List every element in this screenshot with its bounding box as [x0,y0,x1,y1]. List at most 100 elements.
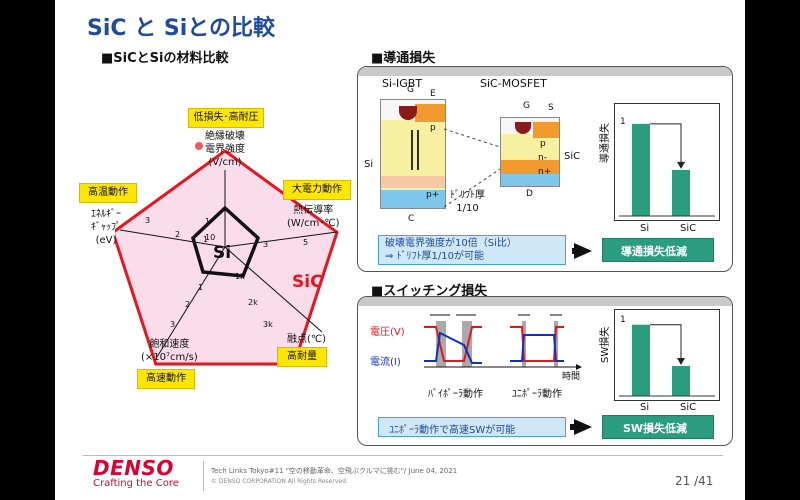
tick-breakdown-10: 10 [205,233,216,242]
conduction-arrow [574,243,592,259]
slide: SiC と Siとの比較 ■SiCとSiの材料比較 10 1 5 3 1k 2k… [55,0,745,500]
reduction-arrow [650,123,682,164]
switching-chart-ylabel: SW損失 [600,326,611,363]
material-heading: ■SiCとSiの材料比較 [101,51,229,66]
switching-result-box: SW損失低減 [602,415,714,439]
igbt-g: G [407,85,414,95]
conduction-result-text: 導通損失低減 [621,245,687,258]
conduction-info-text: 破壊電界強度が10倍（Si比） ⇒ ﾄﾞﾘﾌﾄ厚1/10が可能 [385,238,517,262]
conduction-heading: ■導通損失 [371,51,436,66]
switching-bars-svg [619,324,715,397]
drift-note: ﾄﾞﾘﾌﾄ厚 1/10 [450,190,485,214]
switching-tick-1: 1 [620,315,626,325]
tick-bandgap-1: 1 [203,235,209,244]
footer-event: Tech Links Tokyo#11 "空の移動革命、空飛ぶクルマに挑む"/ … [211,467,458,475]
sic-pentagon [115,150,339,366]
bar-sic [672,366,690,396]
switching-arrow [574,419,592,435]
mosfet-title: SiC-MOSFET [480,77,547,90]
tag-high-power: 大電力動作 [283,180,351,200]
conduction-bars-svg [619,123,715,217]
bar-si [632,123,650,216]
tick-thermal-3: 3 [263,240,269,249]
sic-label: SiC [292,272,323,292]
si-pentagon [191,205,261,278]
tick-velocity-3: 3 [170,320,176,329]
radar-chart [115,150,339,366]
tag-low-loss: 低損失･高耐圧 [188,108,264,128]
igbt-p: p [430,123,436,133]
switching-chart [614,309,720,401]
mosfet-structure [500,117,560,187]
label-bandgap: ｴﾈﾙｷﾞｰ ｷﾞｬｯﾌﾟ (eV) [91,209,121,246]
mosfet-g: G [523,101,530,111]
switching-heading: ■スイッチング損失 [371,284,488,299]
mosfet-s: S [548,103,554,113]
axis-thermal [224,231,338,248]
mosfet-d: D [526,189,533,199]
conduction-cat-si: Si [640,223,650,234]
time-label: 時間 [562,372,581,382]
igbt-structure [380,99,446,209]
mosfet-nplus: n+ [538,167,552,177]
igbt-e: E [430,89,436,99]
label-melting: 融点(℃) [287,334,327,345]
reduction-arrow [650,324,682,361]
si-center-label: Si [213,243,232,263]
bipolar-label: ﾊﾞｲﾎﾟｰﾗ動作 [428,389,483,400]
label-velocity: 飽和速度 (×10⁷cm/s) [141,339,198,363]
tick-melting-2k: 2k [248,298,258,307]
igbt-pplus: p+ [426,190,440,200]
conduction-info-box: 破壊電界強度が10倍（Si比） ⇒ ﾄﾞﾘﾌﾄ厚1/10が可能 [378,235,566,265]
voltage-label: 電圧(V) [370,327,405,338]
reduction-arrowhead [677,161,685,169]
switching-panel: 電圧(V) 電流(I) 時間 ﾊﾞｲﾎﾟｰﾗ動作 ﾕﾆﾎﾟｰﾗ動作 SW損失 1… [357,296,733,446]
dashed-connectors [444,128,501,208]
axis-velocity [156,246,226,358]
tick-velocity-2: 2 [185,300,191,309]
label-breakdown: 絶縁破壊 電界強度 (V/cm) [205,131,245,168]
switching-info-box: ﾕﾆﾎﾟｰﾗ動作で高速SWが可能 [378,417,566,437]
sic-side-label: SiC [564,151,581,162]
tick-bandgap-3: 3 [145,216,151,225]
bar-si [632,324,650,396]
brand-tagline: Crafting the Core [93,478,179,489]
tag-high-capacity: 高耐量 [277,347,327,367]
mosfet-nminus: n- [538,153,547,163]
current-label: 電流(I) [370,357,401,368]
switching-waveforms [424,314,582,370]
conduction-panel: Si-IGBT SiC-MOSFET G E p p+ C Si ﾄﾞﾘﾌﾄ厚 … [357,66,733,272]
brand-logo: DENSO [93,456,174,480]
tick-bandgap-2: 2 [175,230,181,239]
bar-sic [672,169,690,216]
switching-info-text: ﾕﾆﾎﾟｰﾗ動作で高速SWが可能 [389,425,516,436]
conduction-chart-ylabel: 導通損失 [600,123,611,163]
label-thermal: 熱伝導率 (W/cm･℃) [287,205,340,229]
tick-velocity-1: 1 [198,283,204,292]
page-number: 21 /41 [675,474,714,488]
axis-bandgap [119,229,226,248]
conduction-result-box: 導通損失低減 [602,238,714,262]
switching-cat-si: Si [640,402,650,413]
tick-melting-3k: 3k [263,320,273,329]
switching-result-text: SW損失低減 [623,422,688,435]
tick-breakdown-1: 1 [205,217,211,226]
si-side-label: Si [364,159,374,170]
unipolar-label: ﾕﾆﾎﾟｰﾗ動作 [512,389,562,400]
tag-high-temp: 高温動作 [79,183,137,203]
slide-title: SiC と Siとの比較 [87,16,276,41]
reduction-arrowhead [677,358,685,366]
axis-melting [224,246,323,333]
igbt-title: Si-IGBT [382,77,423,90]
conduction-tick-1: 1 [620,117,626,127]
tick-thermal-5: 5 [303,238,309,247]
switching-cat-sic: SiC [680,402,697,413]
red-dot [195,142,203,150]
mosfet-p: p [540,139,546,149]
footer-divider [83,455,723,456]
igbt-c: C [408,214,415,224]
tag-high-speed: 高速動作 [137,369,195,389]
conduction-chart [614,103,720,221]
conduction-cat-sic: SiC [680,223,697,234]
tick-melting-1k: 1k [235,272,245,281]
